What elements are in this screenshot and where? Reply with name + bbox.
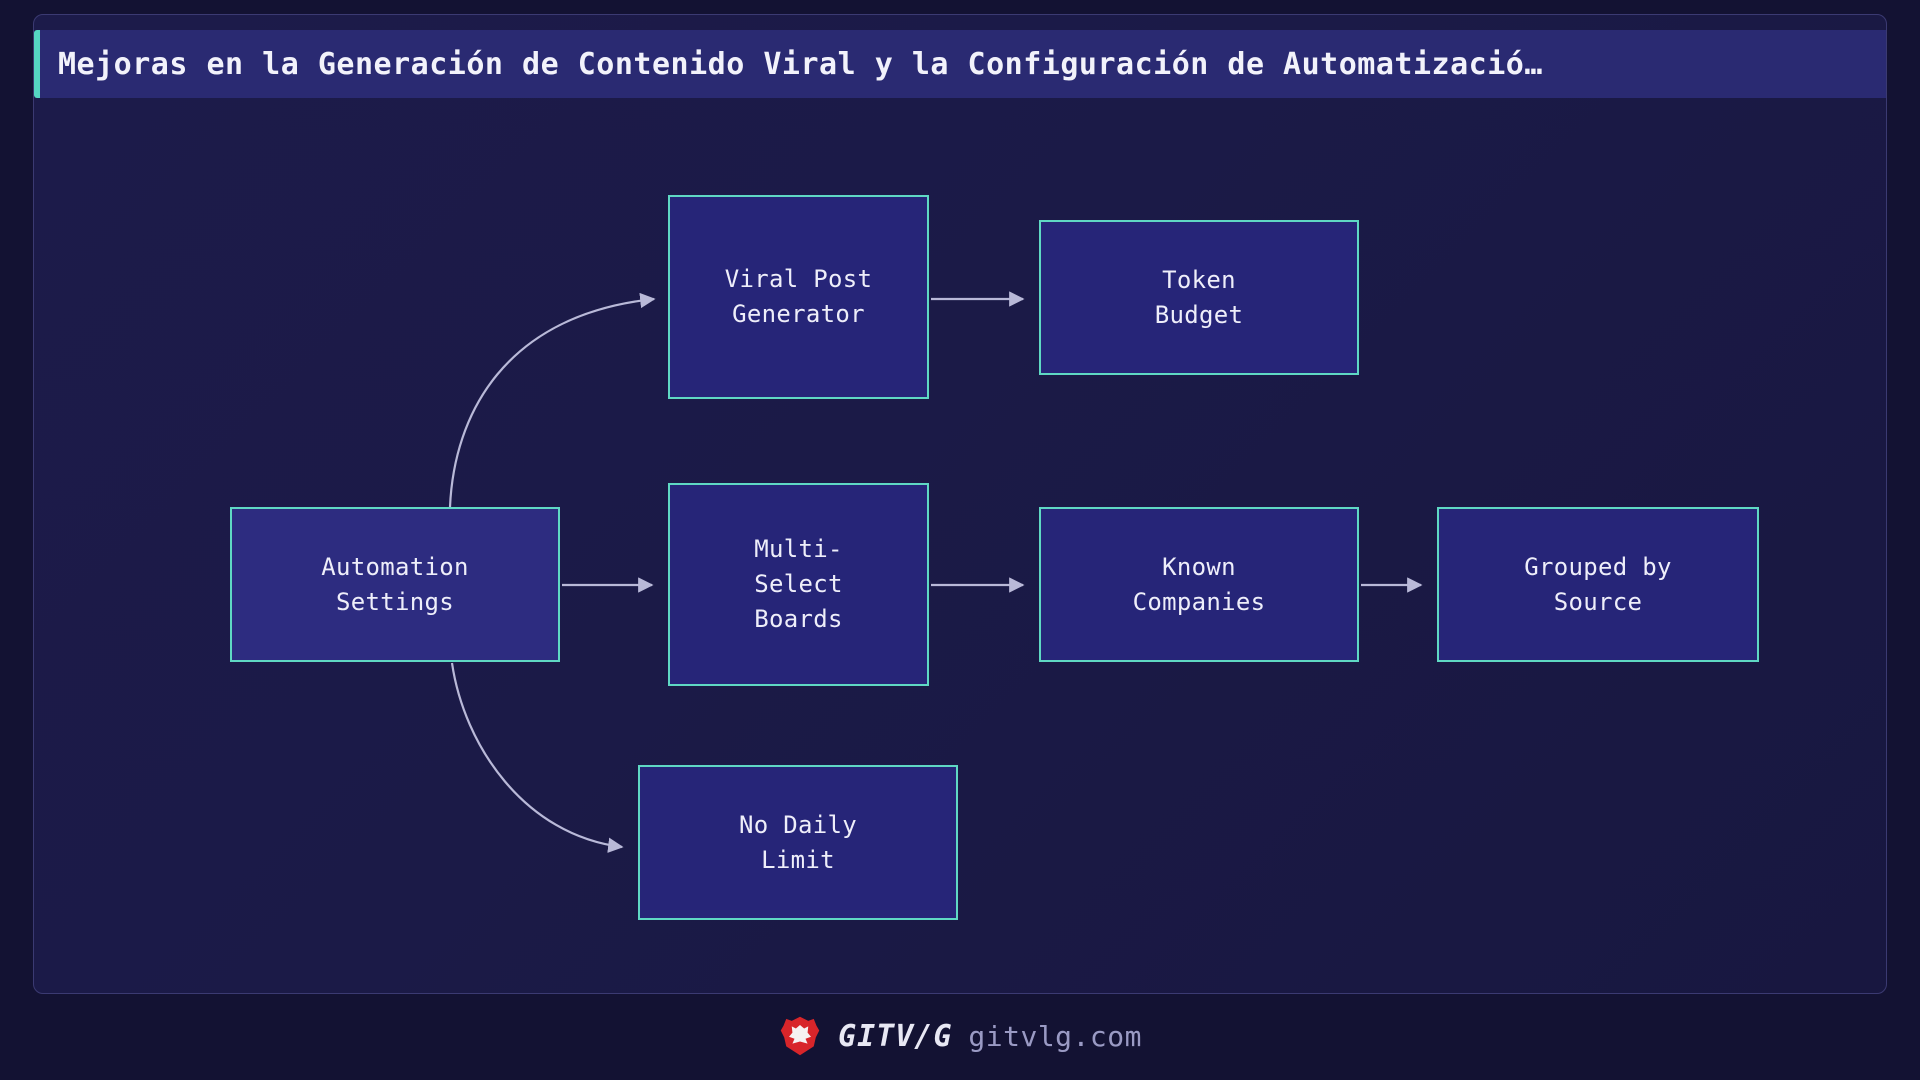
lion-head-icon <box>780 1016 820 1056</box>
brand-url: gitvlg.com <box>968 1019 1142 1053</box>
title-bar: Mejoras en la Generación de Contenido Vi… <box>34 30 1886 98</box>
node-token-budget[interactable]: Token Budget <box>1039 220 1359 375</box>
diagram-canvas: Automation Settings Viral Post Generator T… <box>34 15 1886 993</box>
page-title: Mejoras en la Generación de Contenido Vi… <box>58 46 1543 82</box>
node-multi-select-boards[interactable]: Multi- Select Boards <box>668 483 929 686</box>
title-accent-bar <box>34 30 40 98</box>
footer-branding: GITV/G gitvlg.com <box>0 1000 1920 1072</box>
node-viral-post-generator[interactable]: Viral Post Generator <box>668 195 929 399</box>
node-grouped-by-source[interactable]: Grouped by Source <box>1437 507 1759 662</box>
brand-name: GITV/G <box>838 1018 953 1054</box>
diagram-card: Automation Settings Viral Post Generator T… <box>33 14 1887 994</box>
node-known-companies[interactable]: Known Companies <box>1039 507 1359 662</box>
node-automation-settings[interactable]: Automation Settings <box>230 507 560 662</box>
node-no-daily-limit[interactable]: No Daily Limit <box>638 765 958 920</box>
